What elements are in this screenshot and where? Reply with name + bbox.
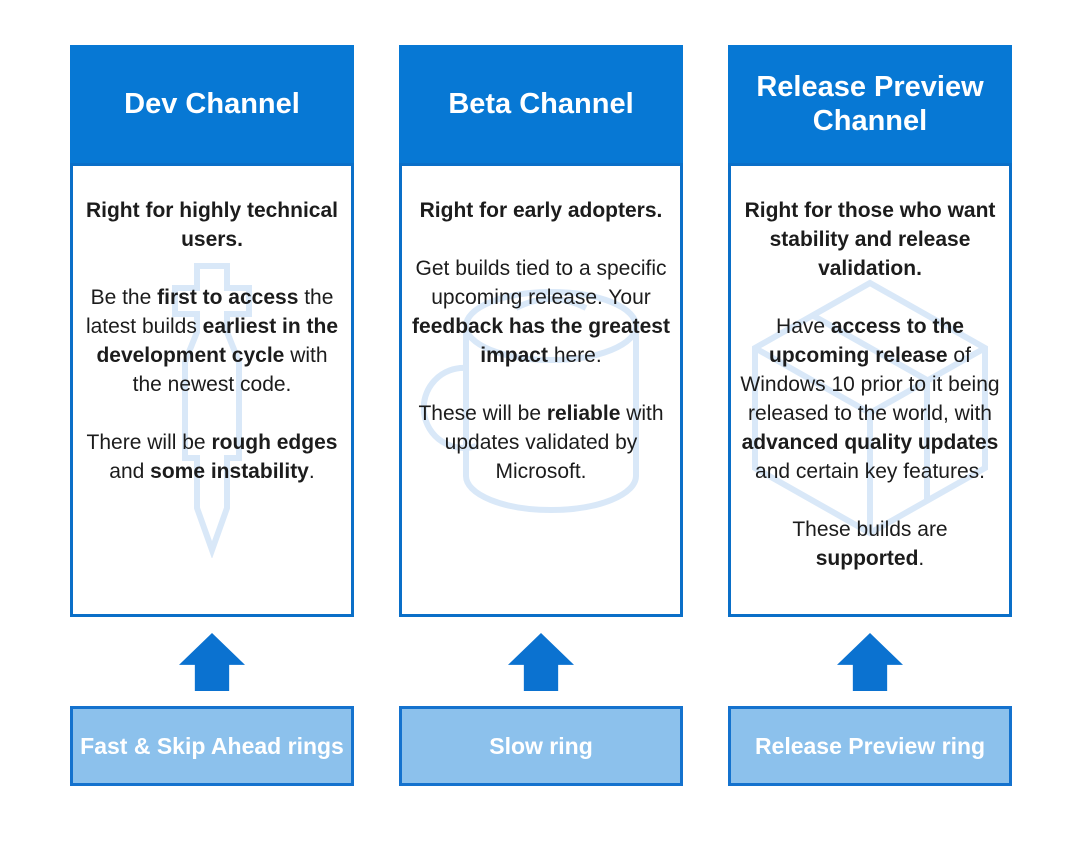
column-beta-channel: Beta Channel Right for early adopters.Ge… xyxy=(399,45,683,786)
channels-diagram: Dev Channel Right for highly technical u… xyxy=(70,45,1012,786)
dev-channel-header: Dev Channel xyxy=(70,45,354,163)
dev-channel-title: Dev Channel xyxy=(124,87,300,120)
beta-ring-label: Slow ring xyxy=(489,732,593,759)
beta-channel-description-box: Right for early adopters.Get builds tied… xyxy=(399,163,683,617)
release-preview-header: Release Preview Channel xyxy=(728,45,1012,163)
beta-ring-box: Slow ring xyxy=(399,706,683,786)
release-preview-ring-label: Release Preview ring xyxy=(754,732,986,759)
up-arrow-icon xyxy=(179,633,245,691)
dev-channel-paragraphs: Right for highly technical users.Be the … xyxy=(85,199,339,483)
dev-channel-description-box: Right for highly technical users.Be the … xyxy=(70,163,354,617)
beta-channel-paragraphs: Right for early adopters.Get builds tied… xyxy=(412,199,670,483)
beta-channel-header: Beta Channel xyxy=(399,45,683,163)
dev-ring-label: Fast & Skip Ahead rings xyxy=(80,732,344,759)
up-arrow-icon xyxy=(837,633,903,691)
column-dev-channel: Dev Channel Right for highly technical u… xyxy=(70,45,354,786)
release-preview-title: Release Preview Channel xyxy=(756,70,984,137)
release-preview-paragraphs: Right for those who want stability and r… xyxy=(740,199,1000,570)
release-preview-description-box: Right for those who want stability and r… xyxy=(728,163,1012,617)
dev-ring-box: Fast & Skip Ahead rings xyxy=(70,706,354,786)
beta-channel-title: Beta Channel xyxy=(448,87,634,120)
release-preview-ring-box: Release Preview ring xyxy=(728,706,1012,786)
column-release-preview-channel: Release Preview Channel Right for those … xyxy=(728,45,1012,786)
up-arrow-icon xyxy=(508,633,574,691)
